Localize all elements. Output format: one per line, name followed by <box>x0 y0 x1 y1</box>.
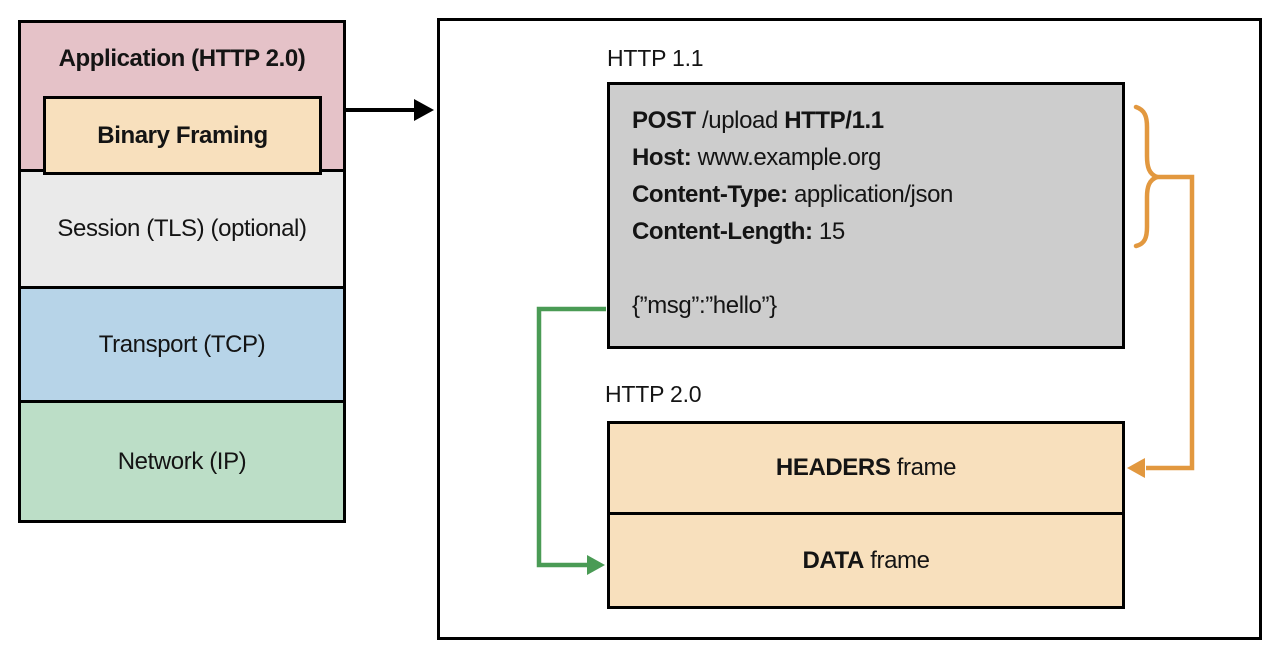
session-label: Session (TLS) (optional) <box>57 215 307 242</box>
layer-network: Network (IP) <box>21 403 343 520</box>
request-line-content-length: Content-Length: 15 <box>632 213 1122 250</box>
content-type-value: application/json <box>787 181 953 208</box>
host-value: www.example.org <box>691 144 882 171</box>
application-label: Application (HTTP 2.0) <box>58 45 306 72</box>
headers-frame-rest: frame <box>890 454 957 481</box>
http20-label: HTTP 2.0 <box>605 381 702 407</box>
layer-session: Session (TLS) (optional) <box>21 172 343 289</box>
transport-label: Transport (TCP) <box>98 330 266 358</box>
data-frame-row: DATA frame <box>610 515 1122 606</box>
request-method: POST <box>632 107 696 134</box>
data-frame-rest: frame <box>863 546 930 574</box>
content-length-key: Content-Length: <box>632 218 813 245</box>
layer-transport: Transport (TCP) <box>21 289 343 403</box>
request-path: /upload <box>695 107 785 134</box>
content-type-key: Content-Type: <box>632 181 788 208</box>
binary-framing-box: Binary Framing <box>43 96 322 175</box>
content-length-value: 15 <box>812 218 845 245</box>
stack-to-panel-arrow-icon <box>346 99 434 121</box>
http11-label: HTTP 1.1 <box>607 45 704 71</box>
layer-application: Application (HTTP 2.0) Binary Framing <box>21 23 343 175</box>
host-key: Host: <box>632 144 692 171</box>
binary-framing-label: Binary Framing <box>97 121 268 149</box>
comparison-panel: HTTP 1.1 POST /upload HTTP/1.1 Host: www… <box>437 18 1262 640</box>
headers-frame-row: HEADERS frame <box>610 424 1122 515</box>
request-line-method: POST /upload HTTP/1.1 <box>632 102 1122 139</box>
request-body: {”msg”:”hello”} <box>632 292 777 319</box>
http20-frames-box: HEADERS frame DATA frame <box>607 421 1125 609</box>
request-version: HTTP/1.1 <box>784 107 884 134</box>
headers-frame-bold: HEADERS <box>775 454 891 481</box>
request-line-host: Host: www.example.org <box>632 139 1122 176</box>
protocol-stack: Application (HTTP 2.0) Binary Framing Se… <box>18 20 346 523</box>
network-label: Network (IP) <box>117 447 247 475</box>
data-frame-bold: DATA <box>802 546 864 574</box>
request-blank-line <box>632 250 1122 287</box>
request-line-content-type: Content-Type: application/json <box>632 176 1122 213</box>
http11-request-box: POST /upload HTTP/1.1 Host: www.example.… <box>607 82 1125 349</box>
